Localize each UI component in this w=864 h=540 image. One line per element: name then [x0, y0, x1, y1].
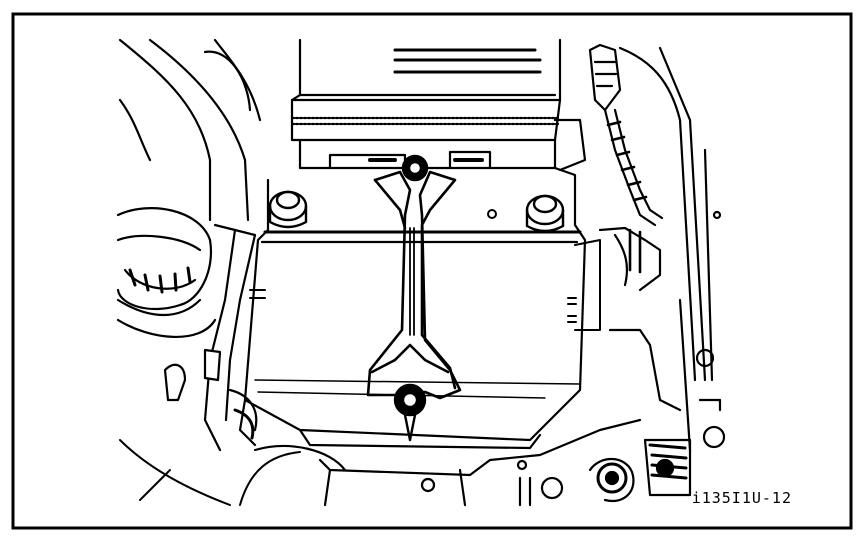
battery-hold-down-clamp	[366, 170, 462, 400]
figure-border	[11, 12, 853, 530]
left-bracket	[163, 223, 258, 452]
right-lower-fittings	[643, 348, 726, 497]
clamp-nut-bottom	[393, 383, 427, 442]
battery-terminal-bolt-right	[525, 194, 565, 233]
small-hole	[487, 209, 497, 219]
figure-reference-code: i135I1U-12	[692, 489, 792, 507]
right-fender	[608, 46, 722, 452]
lower-frame	[253, 418, 642, 507]
coolant-reservoir-cap	[116, 207, 217, 339]
battery-terminal-bolt-left	[268, 190, 308, 229]
wiring-harness	[588, 43, 664, 292]
lower-left-lines	[119, 439, 301, 506]
left-fender	[118, 38, 262, 222]
drawing-area	[116, 38, 726, 507]
clamp-nut-top	[401, 154, 429, 182]
